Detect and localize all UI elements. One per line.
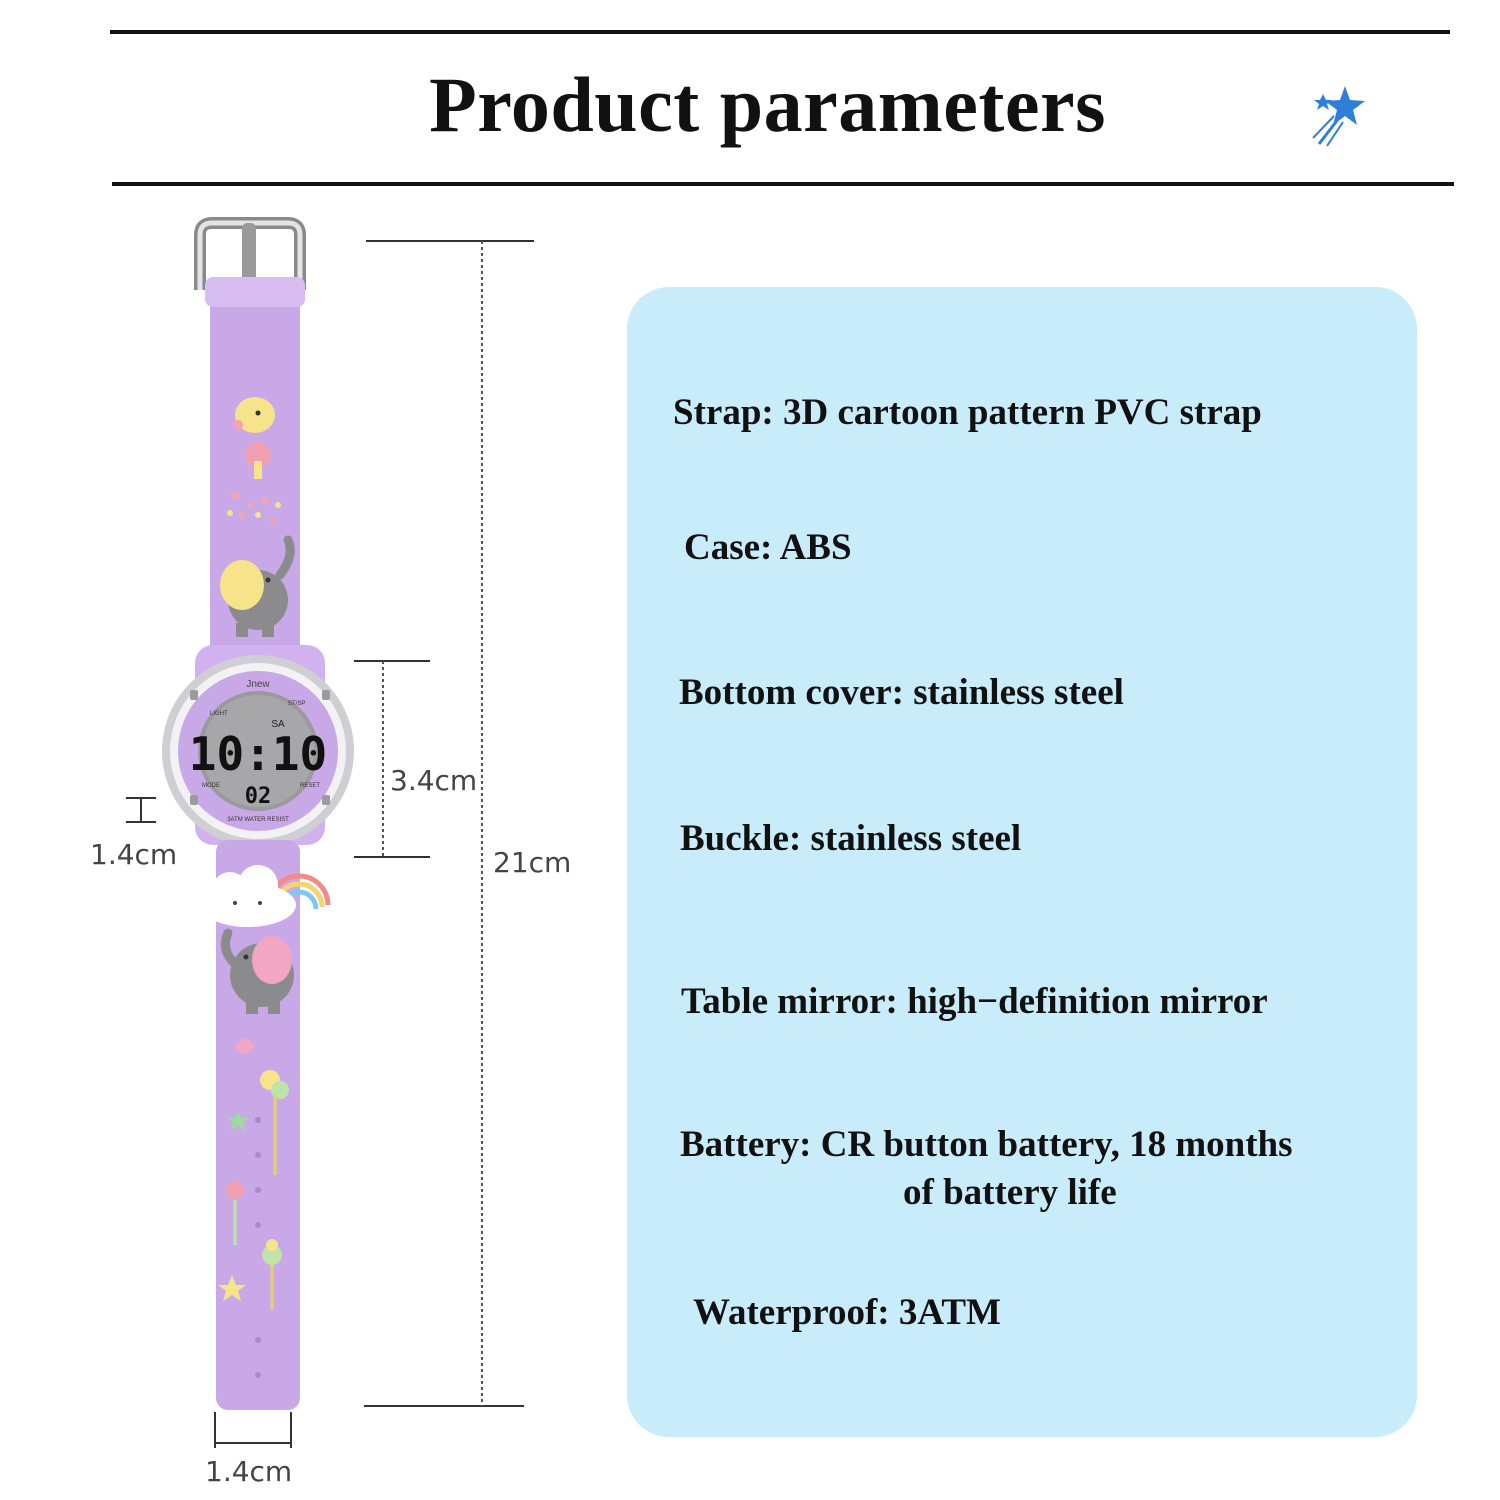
top-rule bbox=[110, 30, 1450, 34]
spec-case: Case: ABS bbox=[684, 527, 852, 568]
watch-day: SA bbox=[271, 719, 285, 730]
case-height-label: 3.4cm bbox=[390, 764, 477, 797]
header-bottom-rule bbox=[112, 182, 1454, 186]
strap-width-label: 1.4cm bbox=[205, 1455, 292, 1488]
elephant-charm-bottom bbox=[220, 928, 294, 1014]
spec-panel bbox=[627, 287, 1417, 1437]
watch-bezel-bottom: 3ATM WATER RESIST bbox=[227, 817, 289, 823]
watch-brand: Jnew bbox=[246, 679, 270, 690]
flower-charms bbox=[226, 1038, 289, 1310]
cloud-rainbow-charm bbox=[200, 865, 331, 927]
watch-bezel-mode: MODE bbox=[202, 783, 220, 789]
spec-battery-line1: Battery: CR button battery, 18 months bbox=[680, 1124, 1293, 1165]
spec-strap: Strap: 3D cartoon pattern PVC strap bbox=[673, 392, 1262, 433]
dimension-annotations: 21cm 3.4cm 1.4cm 1.4cm bbox=[90, 240, 571, 1488]
page-title: Product parameters bbox=[429, 61, 1106, 148]
case-depth-label: 1.4cm bbox=[90, 838, 177, 871]
total-length-label: 21cm bbox=[493, 846, 571, 879]
watch-bezel-reset: RESET bbox=[300, 783, 320, 789]
chick-charm bbox=[233, 397, 275, 479]
spec-bottom-cover: Bottom cover: stainless steel bbox=[679, 672, 1124, 713]
spec-battery-line2: of battery life bbox=[903, 1172, 1117, 1213]
elephant-charm-top bbox=[220, 535, 295, 637]
kids-watch-illustration: Jnew SA 10:10 02 3ATM WATER RESIST LIGHT… bbox=[162, 217, 354, 1410]
spec-buckle: Buckle: stainless steel bbox=[680, 818, 1022, 859]
spec-waterproof: Waterproof: 3ATM bbox=[693, 1292, 1001, 1333]
spec-table-mirror: Table mirror: high−definition mirror bbox=[681, 981, 1268, 1022]
watch-case: Jnew SA 10:10 02 3ATM WATER RESIST LIGHT… bbox=[162, 645, 354, 847]
watch-bezel-stsp: ST/SP bbox=[288, 701, 305, 707]
watch-seconds: 02 bbox=[245, 784, 272, 809]
watch-bezel-light: LIGHT bbox=[210, 711, 228, 717]
buckle bbox=[194, 217, 306, 293]
watch-time: 10:10 bbox=[189, 727, 327, 781]
magic-wand-icon bbox=[1312, 86, 1365, 147]
